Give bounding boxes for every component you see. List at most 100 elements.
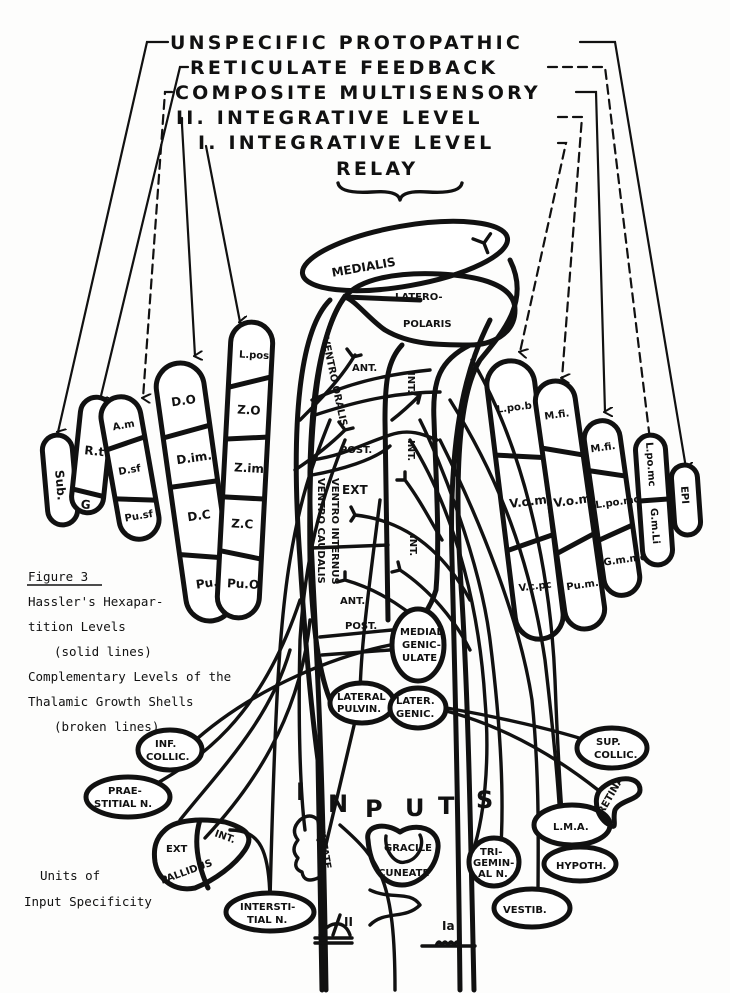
ventro-internus-label: VENTRO INTERNUS [329, 478, 340, 585]
label: MEDIAL [400, 627, 444, 638]
figure-number: Figure 3 [28, 569, 88, 584]
title-composite: COMPOSITE MULTISENSORY [175, 82, 541, 104]
fiber [228, 828, 272, 907]
shell-line [293, 297, 333, 993]
label: VESTIB. [503, 905, 547, 916]
int-label: INT. [407, 535, 418, 556]
lobe-label: M.fi. [544, 408, 570, 422]
arrow-composite-right [574, 90, 605, 412]
arrow-reticulate-left [100, 65, 190, 400]
nucleus-medialis: MEDIALIS [299, 218, 511, 294]
division-line [318, 628, 394, 639]
lobe-label: Z.O [237, 403, 261, 418]
label: AL N. [478, 869, 508, 880]
lobe-label: G [80, 497, 91, 512]
lobe-label: V.c.pc [518, 579, 552, 594]
arrow-integrative2-right [556, 115, 584, 378]
int-label: INT. [405, 440, 416, 461]
label: GEMIN- [473, 858, 514, 869]
receptor-icon [313, 913, 354, 945]
nucleus-trigeminal: TRI- GEMIN- AL N. [466, 835, 522, 889]
legend-text: Hassler's Hexapar- [28, 594, 163, 609]
label: TRI- [480, 847, 502, 858]
thalamus-body: MEDIALIS LATERO- POLARIS VENTRO ORALIS V… [268, 218, 520, 993]
lobe-label: G.m.Li [648, 508, 661, 545]
fiber [297, 438, 347, 832]
level-arrows [58, 40, 686, 468]
ventral-column-outline [307, 294, 348, 703]
inputs-letter: P [365, 795, 383, 823]
fiber [349, 505, 472, 602]
figure-legend: Figure 3 Hassler's Hexapar- tition Level… [24, 569, 231, 909]
lobe-label: Z.C [231, 516, 254, 531]
left-lobe-sub: Sub. [39, 432, 81, 528]
shell-line [455, 257, 520, 993]
division-line [310, 444, 392, 477]
title-integrative-2: II. INTEGRATIVE LEVEL [176, 107, 483, 129]
relay-brace [336, 181, 464, 202]
nucleus-medial-geniculate: MEDIAL GENIC- ULATE [389, 606, 447, 684]
fiber [298, 347, 363, 422]
label: GENIC. [396, 709, 434, 720]
inputs-letter: T [438, 792, 455, 820]
label: LATERAL [337, 692, 386, 703]
lobe-label: D.C [186, 507, 211, 524]
ant-label: ANT. [340, 596, 365, 607]
label: TIAL N. [247, 915, 287, 926]
lobe-label: Pu.m. [566, 578, 600, 593]
left-lobe-anterior: A.m D.sf Pu.sf [98, 394, 162, 542]
label: LATER. [396, 696, 435, 707]
lobe-label: V.o.m [553, 491, 592, 510]
nuclei: MEDIAL GENIC- ULATE LATERAL PULVIN. LATE… [83, 606, 650, 948]
label: GRACILE [384, 843, 432, 854]
arrow-unspecific-left [58, 40, 170, 432]
nucleus-lateral-geniculate: LATER. GENIC. [387, 685, 449, 731]
internal-column-right [407, 342, 473, 633]
arrow-integrative1-left [204, 144, 240, 322]
ventro-caudalis-label: VENTRO CAUDALIS [315, 478, 326, 584]
arrow-reticulate-right [546, 65, 650, 440]
units-label: Input Specificity [24, 894, 152, 909]
nucleus-inf-collic: INF. COLLIC. [135, 727, 205, 773]
fiber [390, 391, 422, 422]
fiber [143, 598, 302, 792]
ext-label: EXT [342, 483, 368, 497]
label: L.M.A. [553, 822, 589, 833]
label: ULATE [402, 653, 437, 664]
inputs-letter: N [328, 790, 348, 818]
polaris-label: POLARIS [403, 319, 452, 330]
nucleus-vestib: VESTIB. [491, 886, 573, 930]
lobe-label: A.m [112, 419, 136, 434]
arrow-composite-left [143, 90, 174, 398]
inputs-letter: I [296, 778, 305, 806]
nucleus-praestitial: PRAE- STITIAL N. [83, 774, 173, 820]
title-unspecific: UNSPECIFIC PROTOPATHIC [170, 32, 523, 54]
lobe-label: Sub. [52, 469, 69, 500]
label: SUP. [596, 737, 621, 748]
lobe-label: D.O [170, 392, 196, 409]
fiber [418, 703, 600, 792]
label: COLLIC. [146, 752, 189, 763]
nucleus-gracile-cuneate: GRACILE CUNEATE [365, 823, 441, 927]
label: COLLIC. [594, 750, 637, 761]
inputs-letter: U [405, 794, 425, 822]
label: INF. [155, 739, 176, 750]
lobe-label: Pu.sf [124, 509, 155, 525]
internal-column-left [382, 342, 405, 623]
nucleus-lateral-pulvinar: LATERAL PULVIN. [327, 680, 397, 726]
decussation [368, 888, 422, 927]
title-reticulate: RETICULATE FEEDBACK [190, 57, 498, 79]
inputs-heading: I N P U T S [296, 778, 493, 823]
right-lobe-limitans: L.po.mc G.m.Li [633, 432, 675, 568]
ant-label: ANT. [352, 363, 377, 374]
level-titles: UNSPECIFIC PROTOPATHIC RETICULATE FEEDBA… [170, 32, 541, 202]
arrow-unspecific-right [578, 40, 686, 468]
roman-ii-label: II [344, 915, 353, 929]
label: PRAE- [108, 786, 142, 797]
lobe-label: M.fi. [590, 441, 616, 455]
legend-text: (broken lines) [54, 719, 159, 734]
arrow-integrative2-left [180, 116, 195, 356]
lobe-label: EPI [678, 486, 690, 505]
